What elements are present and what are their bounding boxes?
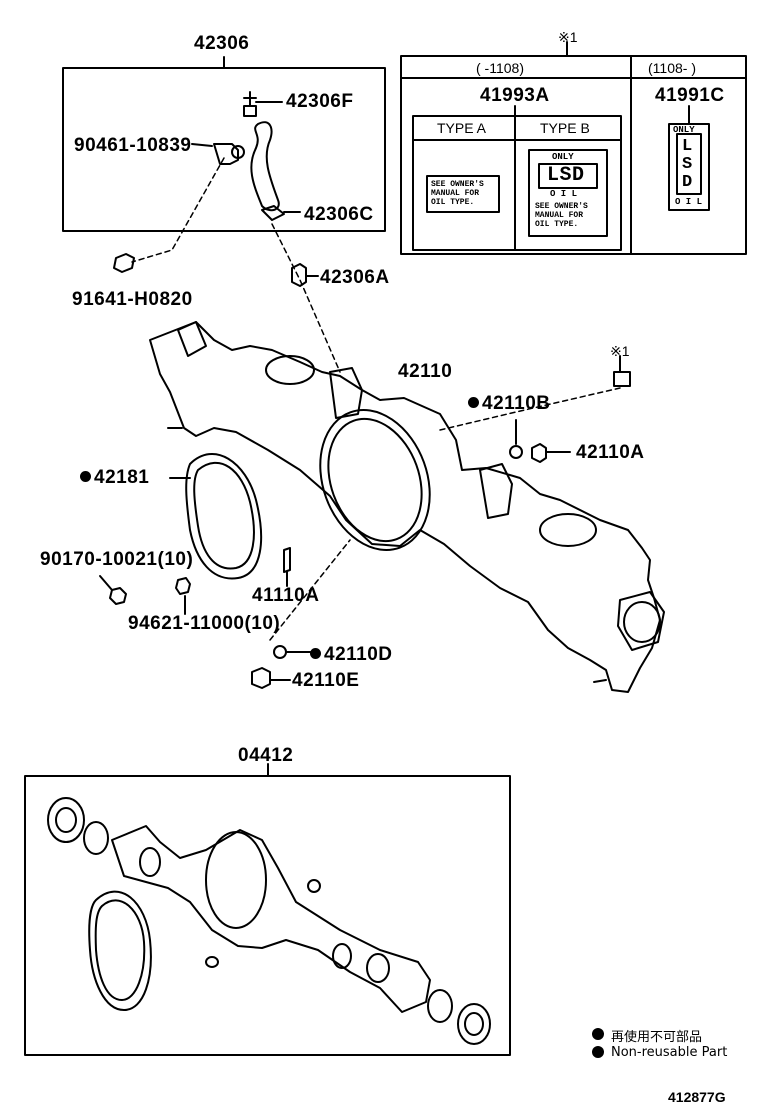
union-fitting xyxy=(213,143,239,165)
callout-04412: 04412 xyxy=(238,745,294,766)
callout-42110b: 42110B xyxy=(468,394,551,413)
gasket-kit-parts xyxy=(47,797,491,1045)
note-mark-axle: ※1 xyxy=(610,343,630,359)
c-lsd-l: L xyxy=(682,137,693,156)
callout-42110b-text: 42110B xyxy=(482,393,551,414)
callout-42110d-text: 42110D xyxy=(324,644,393,665)
type-a-header: TYPE A xyxy=(437,120,487,136)
non-reusable-dot-icon xyxy=(310,648,321,659)
callout-42306a: 42306A xyxy=(320,267,390,288)
part-41991c: 41991C xyxy=(655,85,725,106)
c-lsd-d: D xyxy=(682,173,693,192)
callout-42110d: 42110D xyxy=(310,645,393,664)
part-41993a: 41993A xyxy=(480,85,550,106)
note-mark-table: ※1 xyxy=(558,29,578,45)
callout-42110a: 42110A xyxy=(576,442,645,463)
diagram-id: 412877G xyxy=(668,1089,726,1105)
callout-42181-text: 42181 xyxy=(94,467,150,488)
legend-english: Non-reusable Part xyxy=(611,1045,728,1060)
callout-42306f: 42306F xyxy=(286,91,354,112)
callout-42306c: 42306C xyxy=(304,204,374,225)
legend-japanese: 再使用不可部品 xyxy=(611,1030,703,1045)
type-b-lsd: LSD xyxy=(547,164,585,187)
type-b-oil: O I L xyxy=(550,189,578,199)
breather-hose xyxy=(250,121,280,212)
range-left: ( -1108) xyxy=(476,60,524,76)
axle-housing xyxy=(149,321,665,693)
non-reusable-dot-icon xyxy=(468,397,479,408)
type-b-only: ONLY xyxy=(552,152,574,162)
type-a-label-text: SEE OWNER'S MANUAL FOR OIL TYPE. xyxy=(431,180,484,207)
type-b-label-text: SEE OWNER'S MANUAL FOR OIL TYPE. xyxy=(535,202,588,229)
carrier-gasket xyxy=(185,453,263,580)
differential-carrier-flange xyxy=(319,409,431,551)
type-b-header: TYPE B xyxy=(540,120,590,136)
c-lsd-s: S xyxy=(682,155,693,174)
callout-90170-10021: 90170-10021(10) xyxy=(40,549,194,570)
callout-91641-h0820: 91641-H0820 xyxy=(72,289,193,310)
c-only: ONLY xyxy=(673,125,695,135)
callout-90461-10839: 90461-10839 xyxy=(74,135,192,156)
non-reusable-dot-icon xyxy=(80,471,91,482)
callout-42110: 42110 xyxy=(398,361,453,382)
callout-42110e: 42110E xyxy=(292,670,360,691)
callout-41110a: 41110A xyxy=(252,585,320,606)
label-table xyxy=(400,55,747,255)
range-right: (1108- ) xyxy=(648,60,696,76)
c-oil: O I L xyxy=(675,197,703,207)
callout-94621-11000: 94621-11000(10) xyxy=(128,613,281,634)
callout-42181: 42181 xyxy=(80,468,149,487)
callout-42306: 42306 xyxy=(194,33,250,54)
